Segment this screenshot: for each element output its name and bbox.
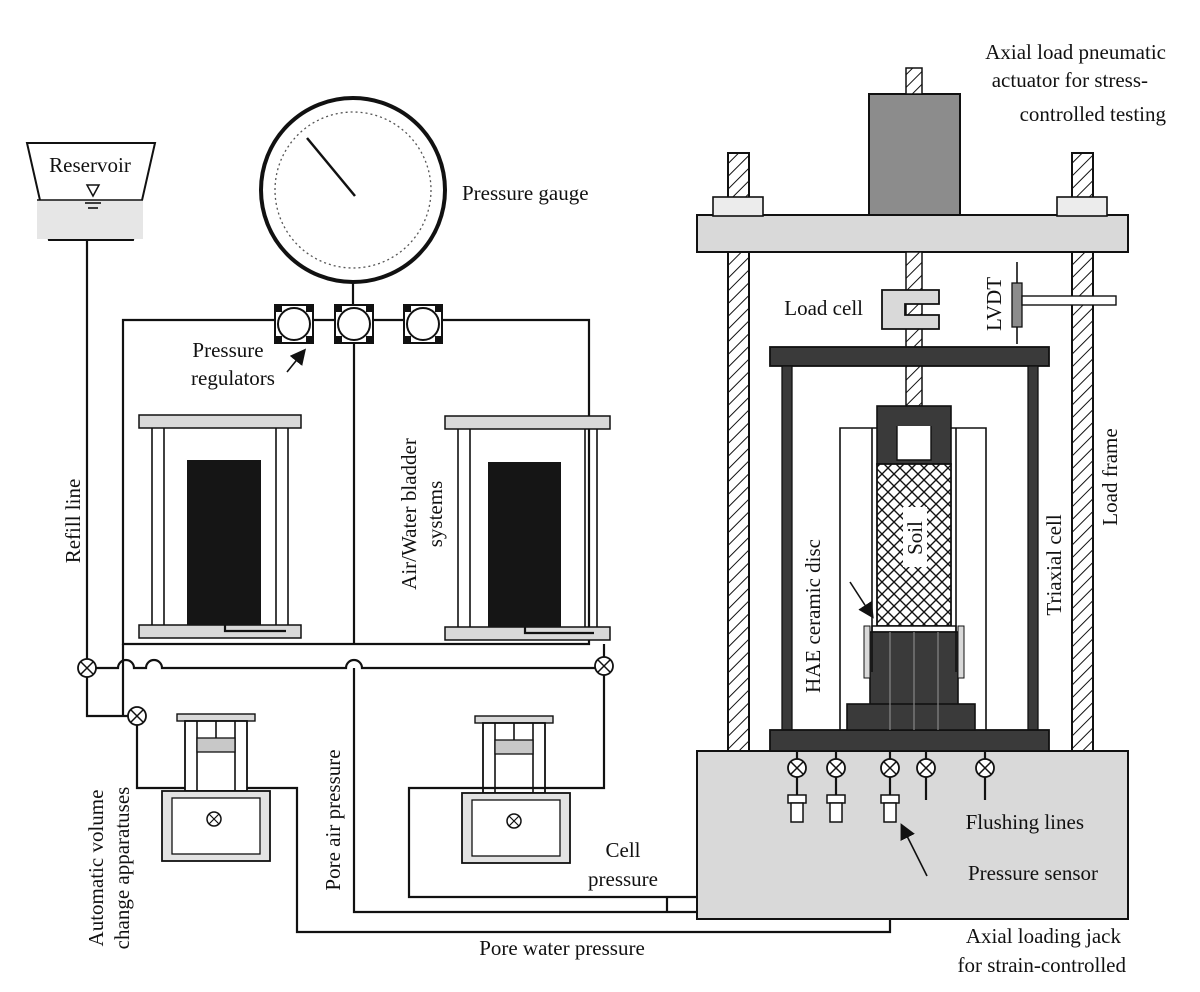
lvdt-label: LVDT (982, 277, 1006, 331)
axial-actuator-label-2: actuator for stress- (992, 68, 1148, 92)
regulator-2 (334, 304, 374, 344)
valve-icon (880, 758, 900, 778)
axial-jack-label-2: for strain-controlled (957, 953, 1126, 977)
auto-volume-label-2: change apparatuses (110, 787, 134, 950)
regulator-1 (274, 304, 314, 344)
axial-loading-jack-base (696, 750, 1129, 920)
pore-water-pressure-label: Pore water pressure (479, 936, 645, 960)
load-frame-label: Load frame (1098, 428, 1122, 525)
specimen-top-cap (876, 405, 952, 465)
bladder-system-1 (138, 414, 302, 639)
axial-actuator-label-3: controlled testing (1020, 102, 1167, 126)
cell-pressure-label-2: pressure (588, 867, 658, 891)
load-cell-label: Load cell (784, 296, 863, 320)
triaxial-cell-top-plate (769, 346, 1050, 367)
axial-load-pneumatic-actuator (868, 93, 961, 216)
pressure-regulators-label-1: Pressure (192, 338, 263, 362)
water-level-icon (85, 184, 101, 209)
valve-icon (826, 758, 846, 778)
pressure-gauge-label: Pressure gauge (462, 181, 589, 205)
pressure-sensors (787, 794, 900, 823)
volume-change-apparatus-1 (161, 713, 271, 862)
triaxial-cell-base-plate (769, 729, 1050, 752)
regulator-3 (403, 304, 443, 344)
arrow-icon (286, 348, 307, 373)
valve-icon (594, 656, 614, 676)
bladder-label-1: Air/Water bladder (397, 438, 421, 590)
arrow-icon (900, 823, 928, 877)
hae-ceramic-disc (871, 625, 957, 633)
bladder-panel (121, 318, 591, 646)
triaxial-cell-label: Triaxial cell (1042, 514, 1066, 615)
valve-icon (975, 758, 995, 778)
pressure-regulators-label-2: regulators (191, 366, 275, 390)
load-frame-column-left (727, 152, 750, 752)
pressure-gauge (259, 96, 447, 284)
soil-label: Soil (903, 521, 927, 555)
valve-icon (916, 758, 936, 778)
lvdt (1011, 262, 1117, 344)
pressure-regulators (274, 304, 443, 344)
hae-disc-label: HAE ceramic disc (801, 539, 825, 693)
auto-volume-label-1: Automatic volume (84, 790, 108, 947)
cell-pressure-label-1: Cell (606, 838, 641, 862)
load-frame-crossbeam (696, 214, 1129, 253)
reservoir-label: Reservoir (49, 153, 131, 177)
arrow-icon (849, 581, 874, 619)
pressure-sensor-label: Pressure sensor (968, 861, 1098, 885)
load-cell (881, 289, 940, 330)
specimen-pedestal (846, 625, 976, 731)
axial-jack-label-1: Axial loading jack (966, 924, 1122, 948)
base-valves (787, 751, 995, 800)
manifold-line (87, 658, 604, 670)
cell-pressure-line-a (407, 675, 667, 899)
flushing-lines-label: Flushing lines (966, 810, 1084, 834)
refill-line-label: Refill line (61, 479, 85, 564)
bladder-label-2: systems (423, 481, 447, 548)
axial-actuator-label-1: Axial load pneumatic (985, 40, 1166, 64)
valve-icon (127, 706, 147, 726)
valve-icon (77, 658, 97, 678)
volume-change-apparatus-2 (461, 715, 571, 864)
reservoir (25, 142, 157, 241)
pore-air-pressure-label: Pore air pressure (321, 749, 345, 890)
bladder-system-2 (444, 415, 611, 641)
valve-icon (787, 758, 807, 778)
